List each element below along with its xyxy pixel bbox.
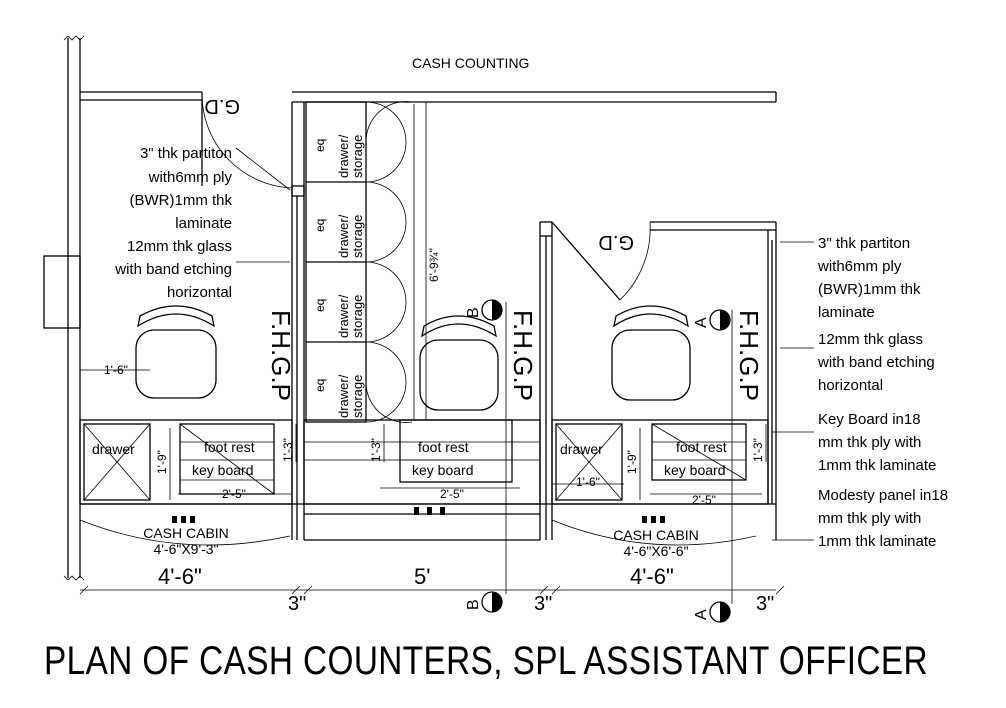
- svg-text:drawer: drawer: [560, 441, 603, 457]
- svg-text:(BWR)1mm thk: (BWR)1mm thk: [130, 192, 233, 209]
- svg-text:1mm thk laminate: 1mm thk laminate: [818, 533, 936, 550]
- desk-labels: drawer foot rest key board foot rest key…: [92, 439, 727, 478]
- svg-text:3" thk partiton: 3" thk partiton: [818, 235, 910, 252]
- svg-text:horizontal: horizontal: [818, 377, 883, 394]
- storage-unit: [305, 101, 415, 423]
- svg-text:4'-6"X6'-6": 4'-6"X6'-6": [623, 543, 688, 559]
- section-marker-texts: B B A A: [465, 307, 710, 620]
- notes-modesty: Modesty panel in18 mm thk ply with 1mm t…: [818, 487, 948, 550]
- svg-text:A: A: [693, 317, 710, 328]
- svg-text:key board: key board: [664, 462, 725, 478]
- door-left: [201, 91, 293, 189]
- dim-bottom-left: 4'-6": [158, 564, 202, 589]
- svg-text:1mm thk laminate: 1mm thk laminate: [818, 457, 936, 474]
- desk-right: [551, 419, 769, 505]
- svg-text:eq: eq: [313, 139, 327, 152]
- svg-text:with6mm ply: with6mm ply: [148, 169, 233, 186]
- fhgp-label-right: F.H.G.P: [734, 310, 764, 401]
- section-lines: [481, 299, 733, 623]
- svg-text:eq: eq: [313, 379, 327, 392]
- notes-right-partition: 3" thk partiton with6mm ply (BWR)1mm thk…: [817, 235, 921, 321]
- fhgp-label-left: F.H.G.P: [266, 310, 296, 401]
- svg-text:storage: storage: [350, 135, 365, 178]
- desk-middle: [303, 419, 541, 505]
- svg-text:Key Board in18: Key Board in18: [818, 411, 921, 428]
- svg-text:2'-5": 2'-5": [440, 487, 464, 501]
- gd-label-left: G.D: [204, 95, 240, 117]
- svg-text:foot rest: foot rest: [676, 439, 727, 455]
- svg-text:storage: storage: [350, 215, 365, 258]
- notes-keyboard: Key Board in18 mm thk ply with 1mm thk l…: [818, 411, 936, 474]
- svg-text:(BWR)1mm thk: (BWR)1mm thk: [818, 281, 921, 298]
- svg-text:4'-6"X9'-3": 4'-6"X9'-3": [153, 541, 218, 557]
- svg-text:1'-6": 1'-6": [576, 475, 600, 489]
- svg-text:3" thk partiton: 3" thk partiton: [140, 145, 232, 162]
- svg-text:with band etching: with band etching: [817, 354, 935, 371]
- notes-right-glass: 12mm thk glass with band etching horizon…: [817, 331, 935, 394]
- fhgp-label-middle: F.H.G.P: [508, 310, 538, 401]
- chair-right: [611, 305, 691, 401]
- dim-bottom-middle: 5': [414, 564, 430, 589]
- svg-text:12mm thk glass: 12mm thk glass: [127, 238, 232, 255]
- cabin-arcs: [79, 507, 757, 546]
- svg-text:foot rest: foot rest: [204, 439, 255, 455]
- svg-text:storage: storage: [350, 295, 365, 338]
- chair-middle: [419, 315, 499, 411]
- leader-lines: [235, 147, 814, 541]
- svg-text:3": 3": [756, 593, 774, 615]
- svg-text:laminate: laminate: [818, 304, 875, 321]
- svg-text:CASH CABIN: CASH CABIN: [143, 525, 229, 541]
- chair-left: [135, 305, 217, 399]
- svg-text:3": 3": [534, 593, 552, 615]
- svg-text:1'-3": 1'-3": [281, 438, 295, 462]
- svg-text:1'-3": 1'-3": [369, 438, 383, 462]
- svg-text:drawer: drawer: [92, 441, 135, 457]
- svg-text:1'-9": 1'-9": [625, 450, 639, 474]
- svg-text:laminate: laminate: [175, 215, 232, 232]
- desk-left: [79, 419, 293, 505]
- svg-text:key board: key board: [192, 462, 253, 478]
- svg-text:B: B: [465, 599, 482, 610]
- svg-text:2'-5": 2'-5": [692, 493, 716, 507]
- svg-text:drawer/: drawer/: [336, 134, 351, 178]
- svg-text:2'-5": 2'-5": [222, 487, 246, 501]
- dimension-texts: 1'-6" 1'-6" 2'-5" 2'-5" 2'-5" 1'-9" 1'-9…: [104, 363, 774, 615]
- dimension-lines: [79, 102, 785, 595]
- svg-text:key board: key board: [412, 462, 473, 478]
- svg-text:B: B: [465, 307, 482, 318]
- svg-text:1'-3": 1'-3": [751, 438, 765, 462]
- dim-bottom-right: 4'-6": [630, 564, 674, 589]
- room-label: CASH COUNTING: [412, 55, 529, 71]
- svg-text:12mm thk glass: 12mm thk glass: [818, 331, 923, 348]
- svg-text:3": 3": [288, 593, 306, 615]
- svg-text:mm thk ply with: mm thk ply with: [818, 434, 921, 451]
- svg-text:foot rest: foot rest: [418, 439, 469, 455]
- drawing-title: PLAN OF CASH COUNTERS, SPL ASSISTANT OFF…: [44, 639, 928, 683]
- svg-text:drawer/: drawer/: [336, 294, 351, 338]
- svg-text:storage: storage: [350, 375, 365, 418]
- svg-text:A: A: [693, 609, 710, 620]
- text-labels: CASH COUNTING G.D G.D F.H.G.P F.H.G.P F.…: [44, 55, 948, 683]
- svg-text:with band etching: with band etching: [114, 261, 232, 278]
- svg-text:drawer/: drawer/: [336, 214, 351, 258]
- storage-labels: drawer/ storage eq drawer/ storage eq dr…: [313, 134, 441, 418]
- svg-text:horizontal: horizontal: [167, 284, 232, 301]
- svg-text:drawer/: drawer/: [336, 374, 351, 418]
- svg-text:6'-9¾": 6'-9¾": [427, 248, 441, 282]
- svg-text:eq: eq: [313, 219, 327, 232]
- svg-text:1'-6": 1'-6": [104, 363, 128, 377]
- svg-text:1'-9": 1'-9": [155, 450, 169, 474]
- svg-text:with6mm ply: with6mm ply: [817, 258, 902, 275]
- gd-label-right: G.D: [598, 231, 634, 253]
- notes-left: 3" thk partiton with6mm ply (BWR)1mm thk…: [114, 145, 232, 301]
- cabin-labels: CASH CABIN 4'-6"X9'-3" CASH CABIN 4'-6"X…: [143, 525, 699, 559]
- svg-text:eq: eq: [313, 299, 327, 312]
- svg-text:CASH CABIN: CASH CABIN: [613, 527, 699, 543]
- svg-text:Modesty panel in18: Modesty panel in18: [818, 487, 948, 504]
- door-right: [551, 221, 651, 301]
- svg-text:mm thk ply with: mm thk ply with: [818, 510, 921, 527]
